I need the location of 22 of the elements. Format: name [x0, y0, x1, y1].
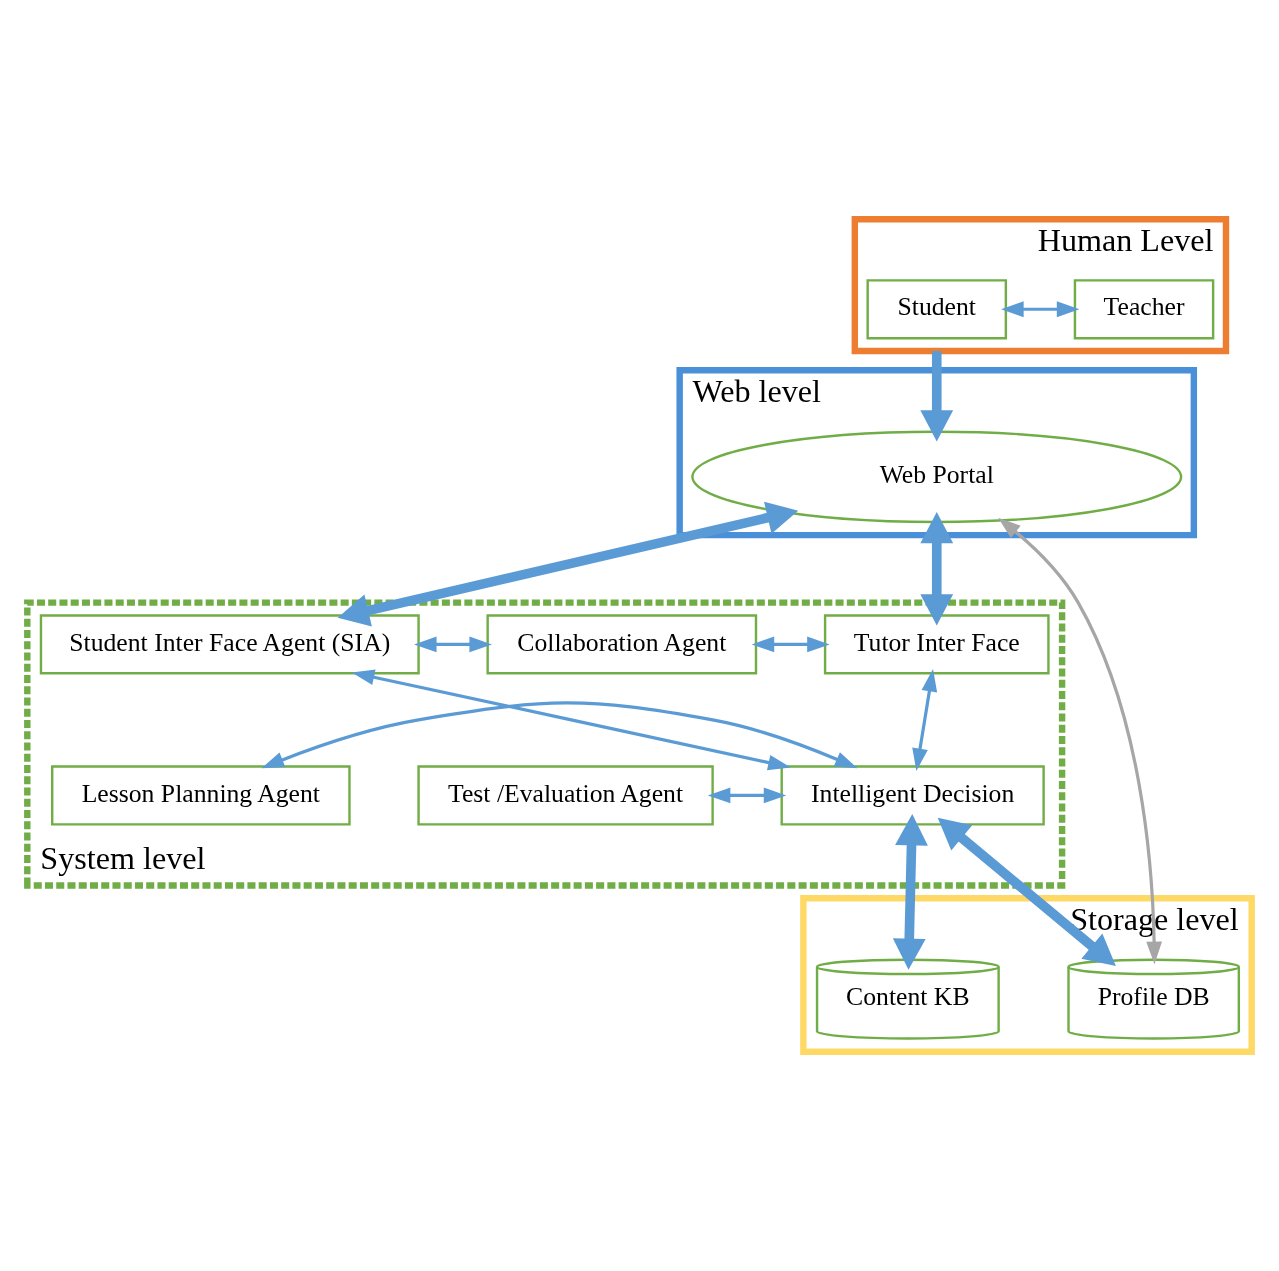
- arrow: [337, 501, 799, 627]
- node-box: Collaboration Agent: [486, 614, 758, 675]
- arrow: [751, 636, 830, 653]
- node-box: Intelligent Decision: [780, 765, 1045, 826]
- arrow: [414, 636, 492, 653]
- node-box: Student Inter Face Agent (SIA): [39, 614, 420, 675]
- node-box: Teacher: [1073, 279, 1215, 340]
- node-box: Test /Evaluation Agent: [417, 765, 714, 826]
- arrow: [1001, 301, 1080, 318]
- arrow: [937, 817, 1116, 967]
- arrow: [707, 787, 787, 804]
- node-box: Lesson Planning Agent: [51, 765, 351, 826]
- node-box: Tutor Inter Face: [823, 614, 1050, 675]
- arrow: [912, 669, 938, 771]
- arrow: [892, 814, 928, 970]
- arrow: [351, 669, 791, 771]
- arrow: [920, 351, 954, 442]
- arrow: [998, 517, 1163, 965]
- arrow: [920, 512, 954, 626]
- arrow: [261, 701, 858, 769]
- node-box: Student: [866, 279, 1008, 340]
- node-ellipse: Web Portal: [691, 430, 1183, 524]
